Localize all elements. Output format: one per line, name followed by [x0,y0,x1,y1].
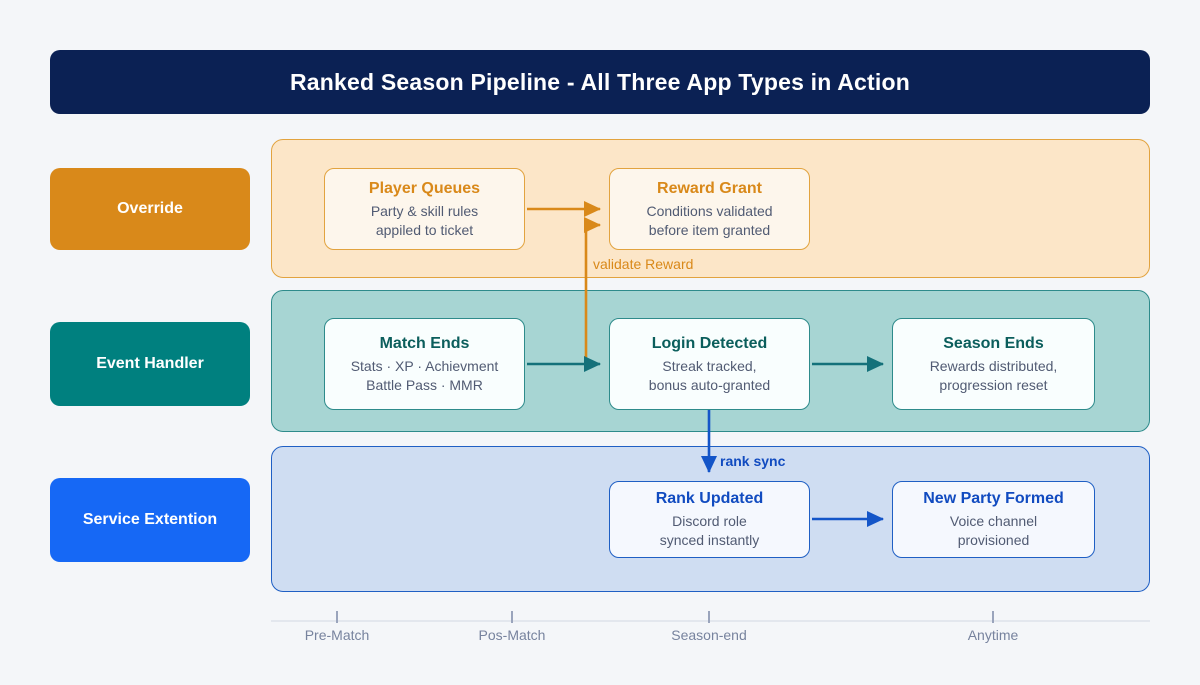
node-match-ends-desc: Stats · XP · Achievment Battle Pass · MM… [350,357,499,393]
node-reward-grant-desc: Conditions validated before item granted [646,202,773,238]
node-rank-updated-title: Rank Updated [655,490,764,508]
timeline-tick-label: Season-end [671,627,747,643]
node-player-queues[interactable]: Player Queues Party & skill rules appile… [324,168,525,250]
lane-label-event-handler[interactable]: Event Handler [50,322,250,406]
timeline-axis [271,620,1150,622]
node-match-ends-title: Match Ends [379,334,470,352]
node-new-party-formed-title: New Party Formed [923,490,1064,508]
timeline-tick-label: Pre-Match [304,627,370,643]
lane-label-override[interactable]: Override [50,168,250,250]
node-rank-updated-desc: Discord role synced instantly [659,513,760,548]
node-login-detected[interactable]: Login Detected Streak tracked, bonus aut… [609,318,810,410]
edge-label-validate-reward: validate Reward [593,256,694,272]
page-title-bar: Ranked Season Pipeline - All Three App T… [50,50,1150,114]
page-title: Ranked Season Pipeline - All Three App T… [290,68,910,95]
node-login-detected-title: Login Detected [651,334,768,352]
timeline-tick [992,611,994,623]
node-season-ends[interactable]: Season Ends Rewards distributed, progres… [892,318,1095,410]
lane-label-service-extention-text: Service Extention [82,511,218,528]
node-reward-grant-title: Reward Grant [657,179,762,197]
node-reward-grant[interactable]: Reward Grant Conditions validated before… [609,168,810,250]
node-player-queues-desc: Party & skill rules appiled to ticket [370,202,479,238]
node-player-queues-title: Player Queues [368,179,481,197]
node-login-detected-desc: Streak tracked, bonus auto-granted [648,357,771,393]
timeline-tick [708,611,710,623]
timeline-tick-label: Anytime [967,627,1019,643]
node-season-ends-desc: Rewards distributed, progression reset [929,357,1058,393]
node-new-party-formed-desc: Voice channel provisioned [949,513,1038,548]
node-rank-updated[interactable]: Rank Updated Discord role synced instant… [609,481,810,558]
timeline-tick [511,611,513,623]
timeline-tick [336,611,338,623]
edge-label-rank-sync: rank sync [720,453,786,469]
node-new-party-formed[interactable]: New Party Formed Voice channel provision… [892,481,1095,558]
lane-label-service-extention[interactable]: Service Extention [50,478,250,562]
lane-label-override-text: Override [117,200,183,217]
node-season-ends-title: Season Ends [943,334,1044,352]
timeline-tick-label: Pos-Match [478,627,546,643]
node-match-ends[interactable]: Match Ends Stats · XP · Achievment Battl… [324,318,525,410]
lane-label-event-handler-text: Event Handler [96,355,204,372]
